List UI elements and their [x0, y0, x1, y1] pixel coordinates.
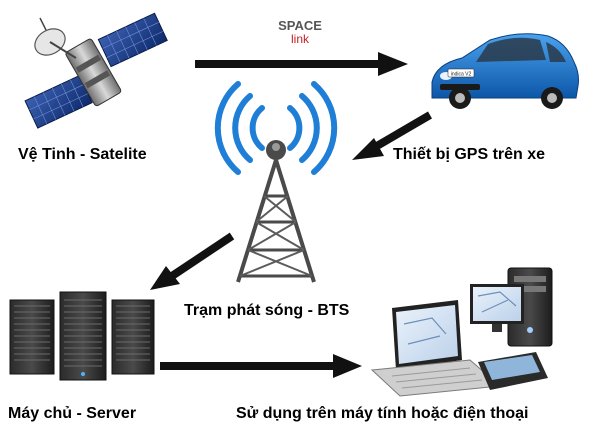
devices-label: Sử dụng trên máy tính hoặc điện thoại: [236, 405, 529, 422]
arrow-satellite-to-car: [195, 52, 408, 76]
arrow-bts-to-server: [150, 232, 235, 290]
brand-space-text: SPACE: [278, 18, 322, 33]
bts-tower-icon: [214, 81, 338, 283]
car-plate-text: indica V2: [451, 72, 472, 78]
arrow-server-to-devices: [160, 354, 362, 378]
car-icon: indica V2: [431, 33, 579, 109]
desktop-monitor-icon: [470, 284, 524, 332]
arrow-car-to-bts: [352, 111, 433, 160]
car-gps-label: Thiết bị GPS trên xe: [393, 146, 546, 163]
server-rack-icon: [9, 291, 155, 381]
smartphone-icon: [478, 352, 548, 390]
bts-label: Trạm phát sóng - BTS: [184, 302, 350, 319]
satellite-label: Vệ Tinh - Satelite: [18, 146, 147, 163]
brand-link-text: link: [291, 32, 310, 46]
satellite-icon: [24, 12, 168, 129]
server-label: Máy chủ - Server: [8, 405, 137, 422]
laptop-icon: [370, 300, 502, 397]
